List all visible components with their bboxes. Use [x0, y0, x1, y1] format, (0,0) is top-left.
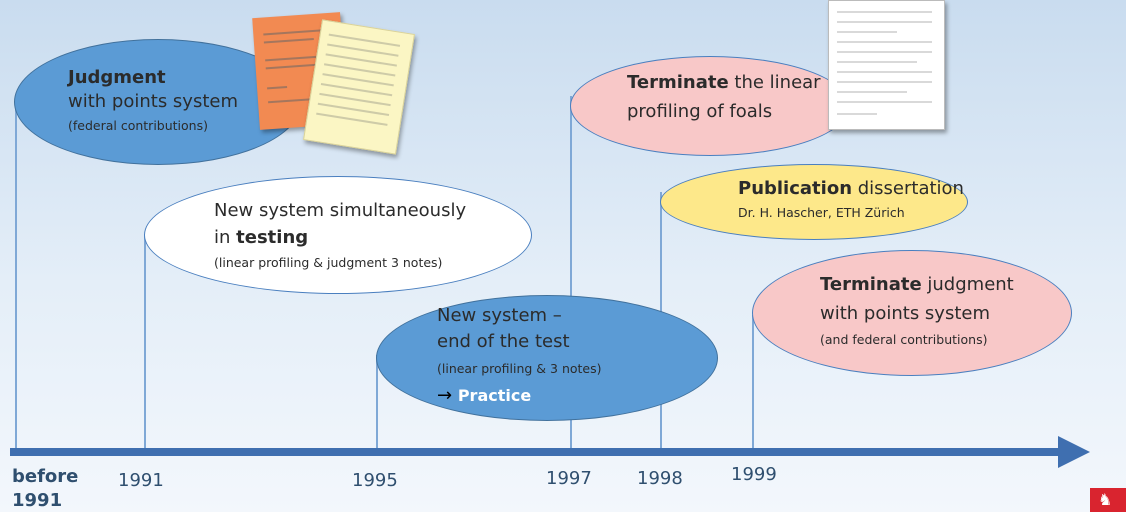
terminate-judgment-line1: Terminate judgment — [820, 274, 1014, 295]
publication-note: Dr. H. Hascher, ETH Zürich — [738, 205, 905, 220]
connector-1991 — [144, 234, 146, 452]
year-before-label: before — [12, 466, 79, 487]
year-1998-label: 1998 — [637, 468, 683, 489]
event-testing — [144, 176, 532, 294]
horse-logo-icon: ♞ — [1090, 488, 1126, 512]
testing-line2: in testing — [214, 227, 309, 248]
event-end-of-test — [376, 295, 718, 421]
judgment-line2: with points system — [68, 91, 238, 112]
connector-before-1991 — [15, 102, 17, 452]
judgment-note: (federal contributions) — [68, 118, 208, 133]
event-terminate-linear — [570, 56, 850, 156]
event-judgment — [14, 39, 302, 165]
connector-1995 — [376, 355, 378, 452]
year-1995-label: 1995 — [352, 470, 398, 491]
year-1997-label: 1997 — [546, 468, 592, 489]
end-test-note: (linear profiling & 3 notes) — [437, 361, 602, 376]
end-test-practice: → Practice — [437, 385, 532, 406]
arrow-right-icon: → — [437, 385, 453, 406]
connector-1999 — [752, 315, 754, 452]
judgment-title: Judgment — [68, 67, 166, 88]
publication-line1: Publication dissertation — [738, 178, 964, 199]
terminate-linear-line1: Terminate the linear — [627, 72, 821, 93]
event-terminate-judgment — [752, 250, 1072, 376]
connector-1997 — [570, 96, 572, 452]
end-test-line2: end of the test — [437, 331, 570, 352]
year-1991-label: 1991 — [118, 470, 164, 491]
testing-line1: New system simultaneously — [214, 200, 467, 221]
timeline-arrow-icon — [1058, 436, 1090, 468]
timeline-axis — [10, 448, 1060, 456]
year-before-1991-label: 1991 — [12, 490, 63, 511]
document-form-image — [828, 0, 945, 130]
event-publication — [660, 164, 968, 240]
terminate-judgment-note: (and federal contributions) — [820, 332, 988, 347]
end-test-line1: New system – — [437, 305, 562, 326]
testing-note: (linear profiling & judgment 3 notes) — [214, 255, 443, 270]
terminate-judgment-line2: with points system — [820, 303, 990, 324]
document-yellow-image — [303, 19, 415, 155]
year-1999-label: 1999 — [731, 464, 777, 485]
terminate-linear-line2: profiling of foals — [627, 101, 773, 122]
